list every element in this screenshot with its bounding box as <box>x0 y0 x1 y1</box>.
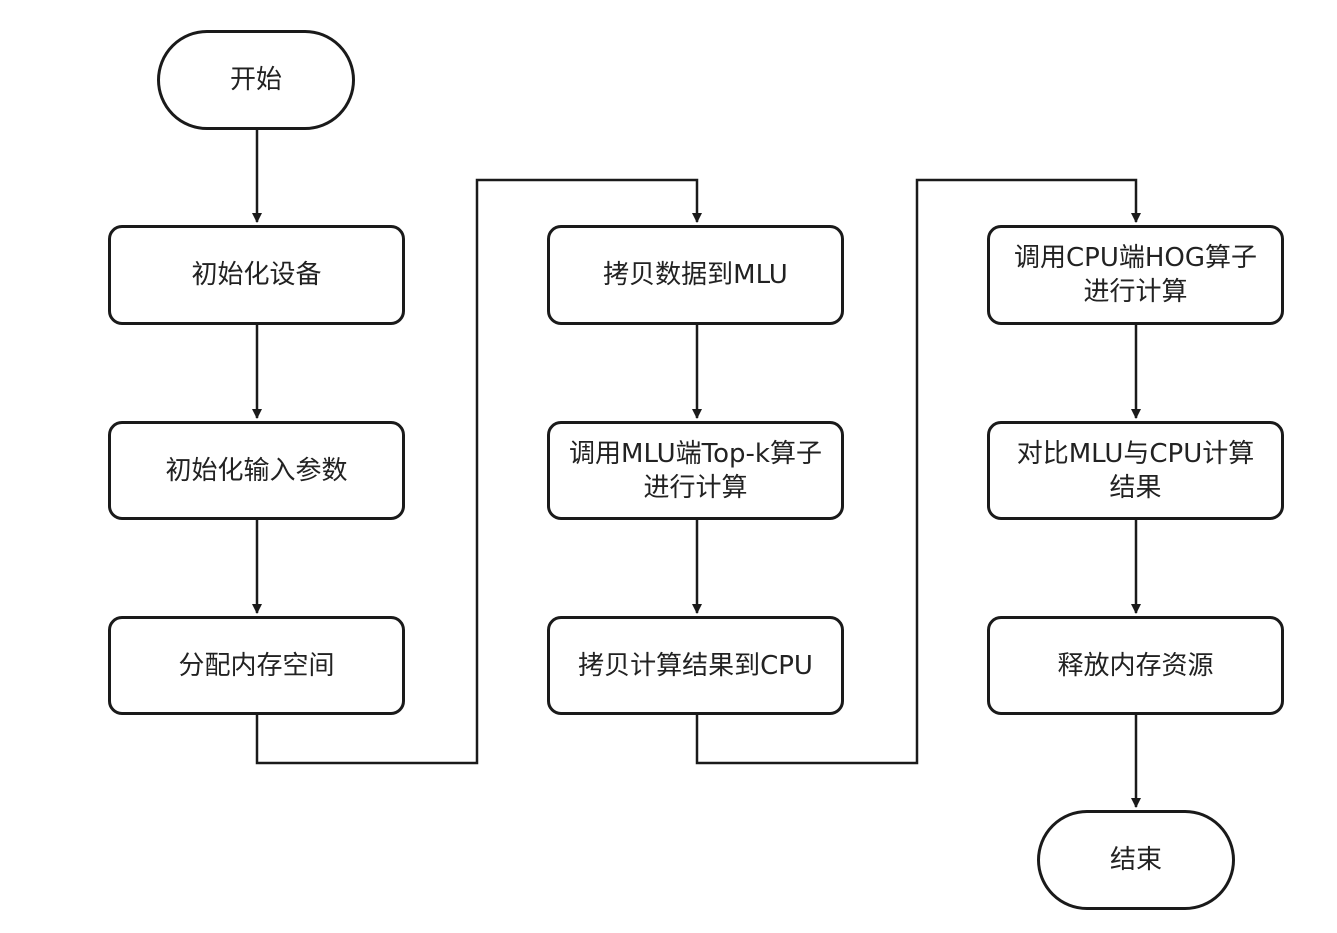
init-device-step: 初始化设备 <box>108 225 405 325</box>
mlu-topk-step: 调用MLU端Top-k算子 进行计算 <box>547 421 844 520</box>
start-node: 开始 <box>157 30 355 130</box>
end-node: 结束 <box>1037 810 1235 910</box>
cpu-hog-step: 调用CPU端HOG算子 进行计算 <box>987 225 1284 325</box>
compare-results-step: 对比MLU与CPU计算 结果 <box>987 421 1284 520</box>
copy-to-mlu-step: 拷贝数据到MLU <box>547 225 844 325</box>
release-resources-step: 释放内存资源 <box>987 616 1284 715</box>
init-params-step: 初始化输入参数 <box>108 421 405 520</box>
alloc-memory-step: 分配内存空间 <box>108 616 405 715</box>
arrow-copy-to-cpu-to-cpu-hog <box>695 178 1141 765</box>
arrow-alloc-to-copy-to-mlu <box>255 178 702 765</box>
copy-to-cpu-step: 拷贝计算结果到CPU <box>547 616 844 715</box>
